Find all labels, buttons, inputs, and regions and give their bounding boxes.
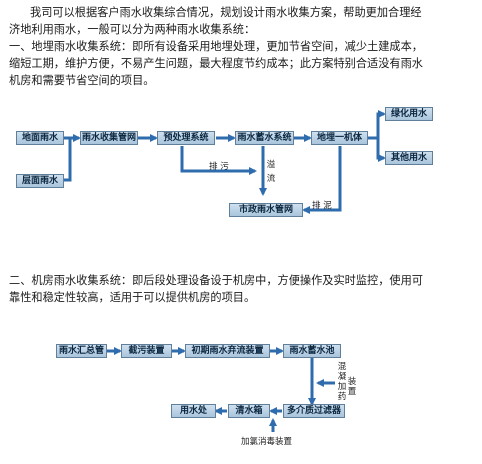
box-other-water: 其他用水: [385, 151, 433, 165]
section2-line-2: 靠性和稳定性较高，适用于可以提供机房的项目。: [9, 291, 256, 304]
label-coag-1: 混: [337, 362, 347, 372]
label-overflow-1: 溢: [266, 160, 276, 170]
intro-line-5: 机房和需要节省空间的项目。: [9, 74, 155, 87]
intro-line-3: 一、地埋雨水收集系统：即所有设备采用地埋处理，更加节省空间，减少土建成本，: [9, 40, 423, 53]
box-pretreatment: 预处理系统: [157, 131, 215, 145]
label-coag-6: 置: [347, 387, 357, 397]
box-clear-water-tank: 清水箱: [228, 404, 270, 418]
label-coag-2: 凝: [337, 372, 347, 382]
box-rain-collection-pipe: 雨水汇总管: [56, 344, 107, 358]
label-drain: 排 泥: [312, 201, 332, 211]
intro-line-1: 我司可以根据客户雨水收集综合情况，规划设计雨水收集方案，帮助更加合理经: [30, 6, 422, 19]
box-storage-tank: 雨水蓄水池: [283, 344, 341, 358]
box-storage-system: 雨水蓄水系统: [235, 131, 294, 145]
label-chlorine-device: 加氯消毒装置: [241, 437, 293, 447]
section2-line-1: 二、机房雨水收集系统：即后段处理设备设于机房中，方便操作及实时监控，使用可: [9, 274, 423, 287]
label-coag-4: 药: [337, 392, 347, 402]
intro-line-2: 济地利用雨水，一般可以分为两种雨水收集系统：: [9, 23, 256, 36]
label-discharge-pollution: 排 污: [209, 162, 229, 172]
box-initial-discard: 初期雨水弃流装置: [185, 344, 270, 358]
label-coag-5: 装: [347, 377, 357, 387]
intro-line-4: 缩短工期，维护方便，不易产生问题，最大程度节约成本；此方案特别合适没有雨水: [9, 57, 423, 70]
label-overflow-2: 流: [266, 174, 276, 184]
box-water-use-point: 用水处: [171, 404, 216, 418]
box-municipal-pipe: 市政雨水管网: [229, 203, 303, 217]
box-ground-rain: 地面雨水: [16, 131, 64, 145]
box-roof-rain: 层面雨水: [16, 174, 64, 188]
box-intercept-device: 截污装置: [121, 344, 172, 358]
box-multi-media-filter: 多介质过滤器: [283, 404, 345, 418]
box-greening-water: 绿化用水: [385, 107, 433, 121]
box-integrated-unit: 地埋一机体: [311, 131, 368, 145]
box-collection-pipe: 雨水收集管网: [80, 131, 138, 145]
label-coag-3: 加: [337, 382, 347, 392]
